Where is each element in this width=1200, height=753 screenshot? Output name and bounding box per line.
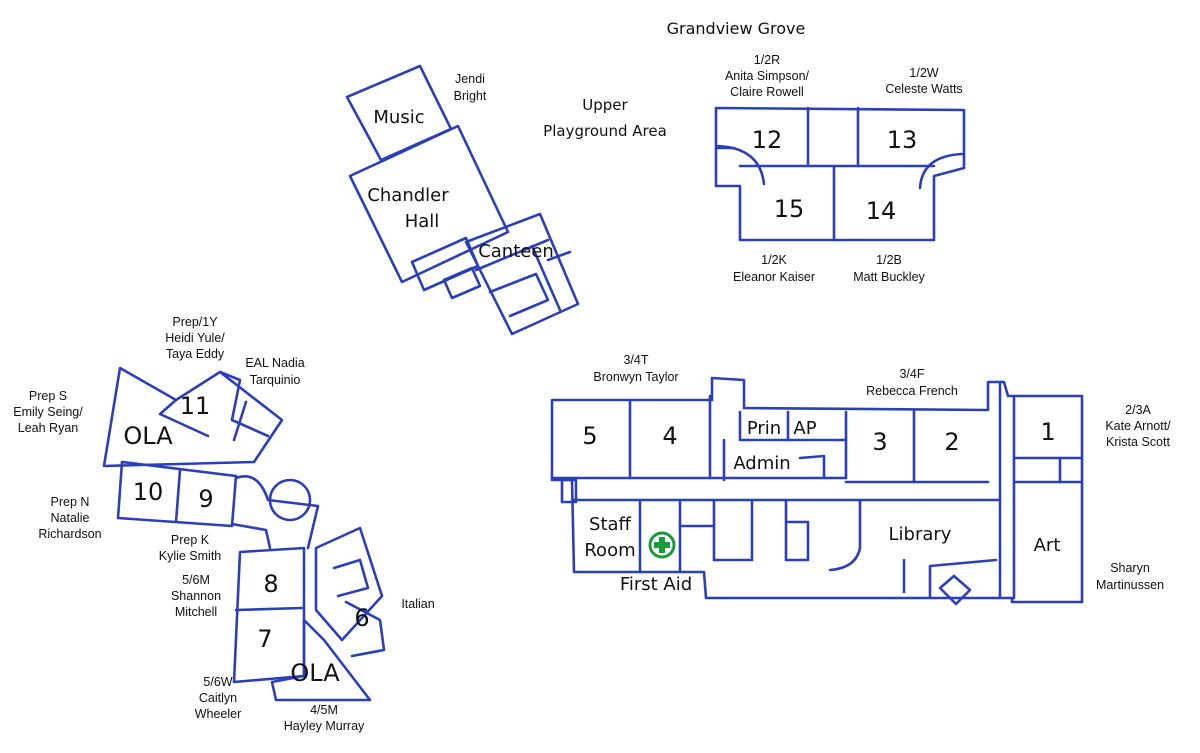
- chandler-hall[interactable]: [348, 124, 510, 284]
- r34f-label-2: Rebecca French: [866, 384, 958, 398]
- r12-label-3: Claire Rowell: [730, 85, 804, 99]
- room-1-number: 1: [1040, 418, 1055, 446]
- room-7-number: 7: [257, 625, 272, 653]
- ola-top-label: OLA: [123, 422, 173, 450]
- room-15-number: 15: [774, 195, 805, 223]
- art-teacher-2: Martinussen: [1096, 578, 1164, 592]
- room-3-number: 3: [872, 428, 887, 456]
- room-9-number: 9: [198, 485, 213, 513]
- first-aid-cross-icon: [648, 531, 676, 559]
- staff-room-label-2: Room: [584, 540, 635, 561]
- r56w-label-3: Wheeler: [195, 707, 242, 721]
- eal-label-2: Tarquinio: [250, 373, 301, 387]
- r34t-label-2: Bronwyn Taylor: [593, 370, 678, 384]
- r56m-label-3: Mitchell: [175, 605, 217, 619]
- room-13-number: 13: [887, 126, 918, 154]
- se-block: [550, 376, 1084, 606]
- upper-playground-label-1: Upper: [582, 96, 628, 114]
- music-label: Music: [373, 107, 424, 128]
- r15-label-1: 1/2K: [761, 253, 787, 267]
- r23a-label-3: Krista Scott: [1106, 435, 1170, 449]
- r13-label-2: Celeste Watts: [885, 82, 962, 96]
- room-4-number: 4: [662, 422, 677, 450]
- prep-n-label-2: Natalie: [51, 511, 90, 525]
- library-label: Library: [889, 524, 952, 545]
- canteen-label: Canteen: [478, 241, 554, 262]
- admin-label: Admin: [733, 453, 790, 474]
- r34f-label-1: 3/4F: [899, 367, 924, 381]
- north-building: [345, 64, 580, 336]
- prep-s-label-3: Leah Ryan: [18, 421, 79, 435]
- prep1y-label-1: Prep/1Y: [172, 315, 218, 329]
- art-label: Art: [1034, 535, 1061, 556]
- ap-label: AP: [793, 418, 816, 439]
- r56m-label-1: 5/6M: [182, 573, 210, 587]
- prep-s-label-1: Prep S: [29, 389, 67, 403]
- r45m-label-1: 4/5M: [310, 703, 338, 717]
- r12-label-1: 1/2R: [754, 53, 780, 67]
- r15-label-2: Eleanor Kaiser: [733, 270, 815, 284]
- r23a-label-1: 2/3A: [1125, 403, 1151, 417]
- prin-label: Prin: [747, 418, 781, 439]
- prep-s-label-2: Emily Seing/: [13, 405, 83, 419]
- room-2-number: 2: [944, 428, 959, 456]
- map-title: Grandview Grove: [667, 19, 806, 38]
- r12-label-2: Anita Simpson/: [725, 69, 810, 83]
- room-11-number: 11: [180, 392, 211, 420]
- prep-k-label-1: Prep K: [171, 533, 210, 547]
- west-block: [102, 366, 386, 702]
- r56m-label-2: Shannon: [171, 589, 221, 603]
- room-8-number: 8: [263, 570, 278, 598]
- r13-label-1: 1/2W: [909, 66, 938, 80]
- r56w-label-1: 5/6W: [203, 675, 232, 689]
- hall-annex-small: [442, 266, 482, 300]
- prep1y-label-2: Heidi Yule/: [165, 331, 225, 345]
- canteen[interactable]: [464, 212, 580, 336]
- italian-label: Italian: [401, 597, 434, 611]
- ne-block: [714, 106, 966, 242]
- prep-n-label-3: Richardson: [38, 527, 101, 541]
- room-5-number: 5: [582, 422, 597, 450]
- r14-label-2: Matt Buckley: [853, 270, 925, 284]
- music-teacher-2: Bright: [454, 89, 487, 103]
- r34t-label-1: 3/4T: [623, 353, 648, 367]
- r45m-label-2: Hayley Murray: [284, 719, 365, 733]
- upper-playground-label-2: Playground Area: [543, 122, 667, 140]
- prep-n-label-1: Prep N: [51, 495, 90, 509]
- art-teacher-1: Sharyn: [1110, 561, 1150, 575]
- music-teacher-1: Jendi: [455, 72, 485, 86]
- ola-bottom-label: OLA: [290, 659, 340, 687]
- staff-room-label-1: Staff: [589, 514, 632, 535]
- first-aid-label: First Aid: [620, 574, 692, 595]
- room-10-number: 10: [133, 478, 164, 506]
- hall-label-1: Chandler: [367, 185, 449, 206]
- room-12-number: 12: [752, 126, 783, 154]
- r56w-label-2: Caitlyn: [199, 691, 237, 705]
- prep-k-label-2: Kylie Smith: [159, 549, 222, 563]
- prep1y-label-3: Taya Eddy: [166, 347, 225, 361]
- r23a-label-2: Kate Arnott/: [1105, 419, 1171, 433]
- room-14-number: 14: [866, 197, 897, 225]
- hall-label-2: Hall: [405, 211, 440, 232]
- eal-label-1: EAL Nadia: [245, 356, 304, 370]
- room-6-number: 6: [354, 604, 369, 632]
- r14-label-1: 1/2B: [876, 253, 902, 267]
